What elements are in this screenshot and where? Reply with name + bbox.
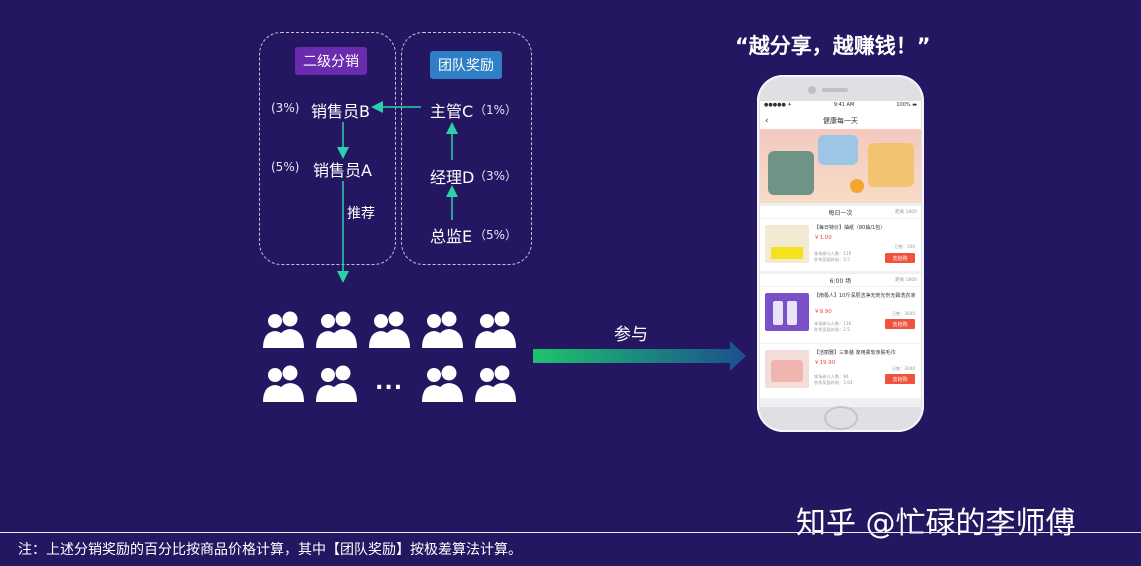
product-title: 【每日特价】抽纸（80抽/1包） [814, 225, 886, 231]
slogan: “越分享，越赚钱！” [735, 34, 931, 58]
phone-screen: ●●●●● ✈ 9:41 AM 100% ▬ ‹ 健康每一天 每日一次 距离 1… [760, 101, 921, 407]
product-participants: 本场参与人数：84 [814, 374, 849, 379]
user-group-icon [316, 311, 357, 348]
product-subsidy: 秒杀奖励补贴：2.5 [814, 327, 850, 332]
product-subsidy: 秒杀奖励补贴：5.04 [814, 380, 853, 385]
team-reward-tag: 团队奖励 [430, 51, 502, 79]
footnote: 注：上述分销奖励的百分比按商品价格计算，其中【团队奖励】按极差算法计算。 [18, 542, 522, 558]
phone-camera [808, 86, 816, 94]
phone-home-button [824, 406, 858, 430]
section-header: 6:00 场 距离 1800 [760, 274, 921, 286]
recommend-label: 推荐 [347, 206, 375, 222]
product-thumb [765, 350, 809, 388]
users-group: ... [262, 310, 522, 410]
product-subsidy: 秒杀奖励补贴：0.5 [814, 257, 850, 262]
buy-button[interactable]: 去抢购 [885, 319, 915, 329]
banner-tub-left [768, 151, 814, 195]
ellipsis: ... [375, 370, 404, 395]
status-time: 9:41 AM [833, 102, 855, 108]
banner-tub-mid [818, 135, 858, 165]
manager-d-node: 经理D [430, 168, 475, 187]
signal-icon: ●●●●● ✈ [764, 102, 792, 108]
phone-speaker [822, 88, 848, 92]
battery-icon: 100% ▬ [896, 102, 917, 108]
section-countdown: 距离 1800 [895, 278, 917, 283]
product-participants: 本场参与人数：116 [814, 321, 852, 326]
section-title: 6:00 场 [829, 277, 852, 285]
seller-a-percent: (5%) [271, 160, 300, 174]
team-reward-panel [401, 32, 532, 265]
director-e-node: 总监E [430, 227, 473, 246]
seller-a-node: 销售员A [313, 161, 372, 180]
footer-divider [0, 532, 1141, 533]
product-item[interactable]: 【南极人】10斤深层洁净无荧光剂无磷洗衣液 ￥9.90 本场参与人数：116 秒… [760, 286, 921, 343]
product-item[interactable]: 【每日特价】抽纸（80抽/1包） ￥1.00 本场参与人数：116 秒杀奖励补贴… [760, 218, 921, 271]
user-group-icon [263, 365, 304, 402]
product-item[interactable]: 【洁丽雅】三条装 家用柔软亲肤毛巾 ￥19.90 本场参与人数：84 秒杀奖励补… [760, 343, 921, 398]
app-title: 健康每一天 [823, 117, 858, 125]
product-participants: 本场参与人数：116 [814, 251, 852, 256]
back-icon[interactable]: ‹ [765, 116, 769, 126]
product-title: 【南极人】10斤深层洁净无荧光剂无磷洗衣液 [814, 293, 916, 299]
seller-b-percent: (3%) [271, 101, 300, 115]
user-group-icon [316, 365, 357, 402]
supervisor-c-node: 主管C [430, 102, 474, 121]
distribution-tag: 二级分销 [295, 47, 367, 75]
buy-button[interactable]: 去抢购 [885, 374, 915, 384]
product-sold: 已售：3000 [891, 311, 915, 316]
distribution-panel [259, 32, 396, 265]
supervisor-c-percent: （1%） [474, 103, 518, 117]
buy-button[interactable]: 去抢购 [885, 253, 915, 263]
product-sold: 已售：3000 [891, 366, 915, 371]
product-price: ￥19.90 [814, 360, 836, 366]
product-price: ￥1.00 [814, 235, 832, 241]
section-header: 每日一次 距离 1800 [760, 206, 921, 218]
banner-orange [850, 179, 864, 193]
product-thumb [765, 293, 809, 331]
user-group-icon [475, 311, 516, 348]
app-header: ‹ 健康每一天 [760, 113, 921, 129]
seller-b-node: 销售员B [311, 102, 370, 121]
manager-d-percent: （3%） [474, 169, 518, 183]
participate-label: 参与 [614, 325, 648, 345]
banner-image [760, 129, 921, 203]
watermark: 知乎 @忙碌的李师傅 [796, 506, 1076, 541]
user-group-icon [422, 311, 463, 348]
product-price: ￥9.90 [814, 309, 832, 315]
banner-tub-right [868, 143, 914, 187]
status-bar: ●●●●● ✈ 9:41 AM 100% ▬ [760, 101, 921, 113]
product-title: 【洁丽雅】三条装 家用柔软亲肤毛巾 [814, 350, 896, 356]
participate-arrow [533, 341, 746, 371]
product-sold: 已售：200 [894, 244, 915, 249]
section-countdown: 距离 1800 [895, 210, 917, 215]
user-group-icon [475, 365, 516, 402]
user-group-icon [369, 311, 410, 348]
product-thumb [765, 225, 809, 263]
section-title: 每日一次 [828, 209, 853, 217]
director-e-percent: （5%） [474, 228, 518, 242]
user-group-icon [422, 365, 463, 402]
user-group-icon [263, 311, 304, 348]
